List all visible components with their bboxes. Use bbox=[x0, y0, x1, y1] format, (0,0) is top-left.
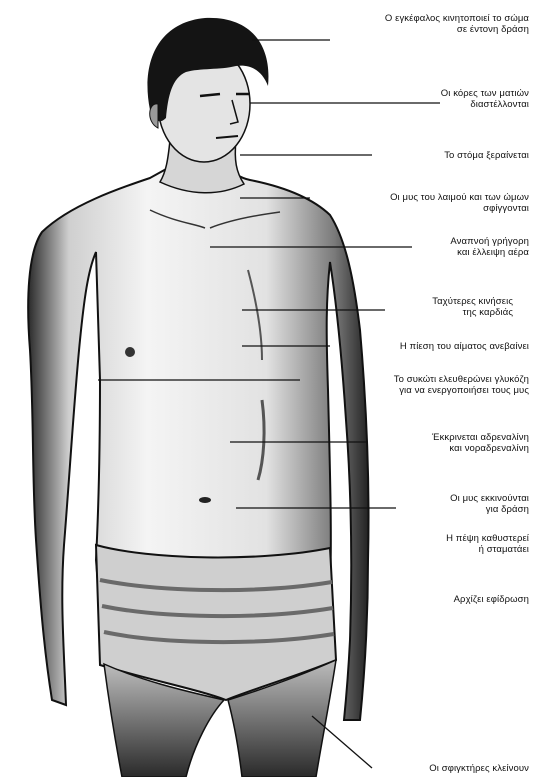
label-adrenaline-line-1: Έκκρινεται αδρεναλίνη bbox=[432, 432, 529, 443]
label-brain: Ο εγκέφαλος κινητοποιεί το σώμα σε έντον… bbox=[385, 13, 529, 35]
label-sphincters: Οι σφιγκτήρες κλείνουν bbox=[429, 763, 529, 774]
label-mouth-line-1: Το στόμα ξεραίνεται bbox=[444, 150, 529, 161]
label-heartbeat-line-1: Ταχύτερες κινήσεις bbox=[432, 296, 513, 307]
label-blood-pressure-line-1: Η πίεση του αίματος ανεβαίνει bbox=[400, 341, 529, 352]
label-digestion-line-1: Η πέψη καθυστερεί bbox=[446, 533, 529, 544]
label-muscles-action-line-1: Οι μυς εκκινούνται bbox=[450, 493, 529, 504]
ear bbox=[150, 104, 158, 128]
label-heartbeat: Ταχύτερες κινήσεις της καρδιάς bbox=[432, 296, 513, 318]
label-neck-muscles: Οι μυς του λαιμού και των ώμων σφίγγοντα… bbox=[390, 192, 529, 214]
label-liver: Το συκώτι ελευθερώνει γλυκόζη για να ενε… bbox=[394, 374, 529, 396]
label-pupils-line-1: Οι κόρες των ματιών bbox=[441, 88, 529, 99]
label-adrenaline: Έκκρινεται αδρεναλίνη και νοραδρεναλίνη bbox=[432, 432, 529, 454]
label-digestion: Η πέψη καθυστερεί ή σταματάει bbox=[446, 533, 529, 555]
label-neck-muscles-line-2: σφίγγονται bbox=[390, 203, 529, 214]
label-muscles-action: Οι μυς εκκινούνται για δράση bbox=[450, 493, 529, 515]
label-mouth: Το στόμα ξεραίνεται bbox=[444, 150, 529, 161]
label-sphincters-line-1: Οι σφιγκτήρες κλείνουν bbox=[429, 763, 529, 774]
label-muscles-action-line-2: για δράση bbox=[450, 504, 529, 515]
label-neck-muscles-line-1: Οι μυς του λαιμού και των ώμων bbox=[390, 192, 529, 203]
label-sweating: Αρχίζει εφίδρωση bbox=[454, 594, 529, 605]
label-sweating-line-1: Αρχίζει εφίδρωση bbox=[454, 594, 529, 605]
label-brain-line-2: σε έντονη δράση bbox=[385, 24, 529, 35]
label-pupils: Οι κόρες των ματιών διαστέλλονται bbox=[441, 88, 529, 110]
label-liver-line-2: για να ενεργοποιήσει τους μυς bbox=[394, 385, 529, 396]
navel bbox=[199, 497, 211, 503]
label-digestion-line-2: ή σταματάει bbox=[446, 544, 529, 555]
label-heartbeat-line-2: της καρδιάς bbox=[432, 307, 513, 318]
label-liver-line-1: Το συκώτι ελευθερώνει γλυκόζη bbox=[394, 374, 529, 385]
label-breathing-line-1: Αναπνοή γρήγορη bbox=[450, 236, 529, 247]
label-adrenaline-line-2: και νοραδρεναλίνη bbox=[432, 443, 529, 454]
nipple bbox=[125, 347, 135, 357]
label-breathing-line-2: και έλλειψη αέρα bbox=[450, 247, 529, 258]
label-brain-line-1: Ο εγκέφαλος κινητοποιεί το σώμα bbox=[385, 13, 529, 24]
label-blood-pressure: Η πίεση του αίματος ανεβαίνει bbox=[400, 341, 529, 352]
label-breathing: Αναπνοή γρήγορη και έλλειψη αέρα bbox=[450, 236, 529, 258]
label-pupils-line-2: διαστέλλονται bbox=[441, 99, 529, 110]
